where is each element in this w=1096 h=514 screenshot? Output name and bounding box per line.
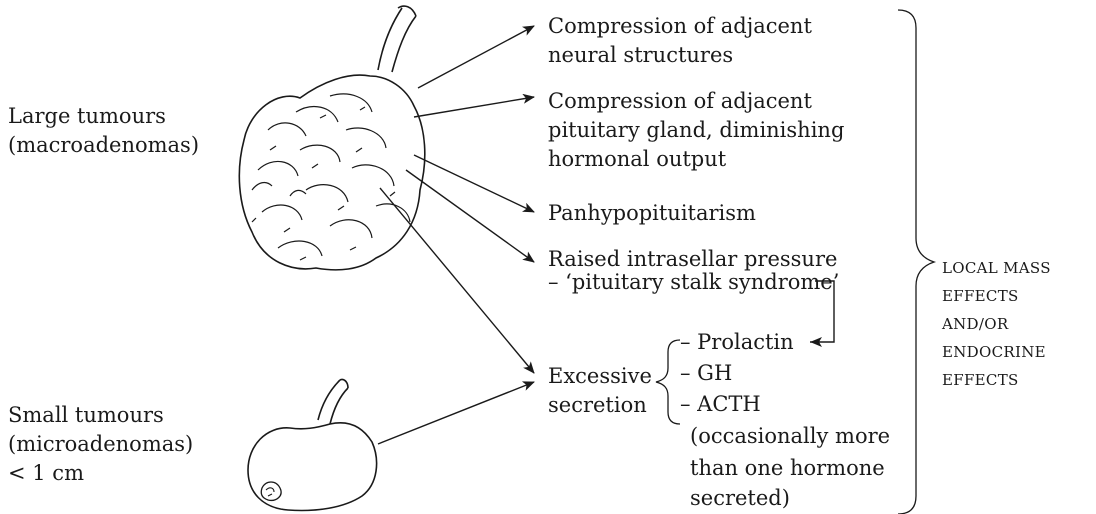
- effect-compression-pituitary-line1: Compression of adjacent: [548, 87, 812, 116]
- microadenomas-label: (microadenomas): [8, 430, 193, 459]
- summary-line2: EFFECTS: [942, 284, 1019, 309]
- hormone-note-line3: secreted): [690, 484, 790, 513]
- effect-excessive-line2: secretion: [548, 391, 647, 420]
- macroadenomas-label: (macroadenomas): [8, 131, 199, 160]
- small-tumour-illustration: [248, 379, 377, 510]
- summary-line1: LOCAL MASS: [942, 256, 1051, 281]
- arrow-neural: [418, 26, 534, 88]
- summary-line5: EFFECTS: [942, 368, 1019, 393]
- summary-brace: [898, 10, 934, 514]
- hormone-acth: – ACTH: [680, 390, 761, 419]
- summary-line3: AND/OR: [942, 312, 1008, 337]
- summary-line4: ENDOCRINE: [942, 340, 1046, 365]
- effect-compression-neural-line1: Compression of adjacent: [548, 12, 812, 41]
- arrow-raised: [406, 170, 534, 262]
- arrow-panhypo: [414, 155, 534, 212]
- size-label: < 1 cm: [8, 459, 84, 488]
- large-tumour-illustration: [239, 6, 424, 270]
- hormone-brace: [656, 340, 680, 424]
- effect-compression-pituitary-line3: hormonal output: [548, 145, 726, 174]
- effect-raised-pressure-line2: – ‘pituitary stalk syndrome’: [548, 268, 839, 297]
- large-tumours-label: Large tumours: [8, 102, 166, 131]
- hormone-gh: – GH: [680, 359, 732, 388]
- effect-excessive-line1: Excessive: [548, 362, 652, 391]
- arrow-large-excessive: [380, 188, 534, 373]
- arrow-small-excessive: [378, 382, 534, 444]
- hormone-note-line1: (occasionally more: [690, 422, 890, 451]
- effect-panhypopituitarism: Panhypopituitarism: [548, 199, 756, 228]
- hormone-note-line2: than one hormone: [690, 454, 885, 483]
- small-tumours-label: Small tumours: [8, 401, 164, 430]
- arrow-pituitary: [414, 97, 534, 117]
- hormone-prolactin: – Prolactin: [680, 328, 794, 357]
- effect-compression-pituitary-line2: pituitary gland, diminishing: [548, 116, 844, 145]
- effect-compression-neural-line2: neural structures: [548, 41, 733, 70]
